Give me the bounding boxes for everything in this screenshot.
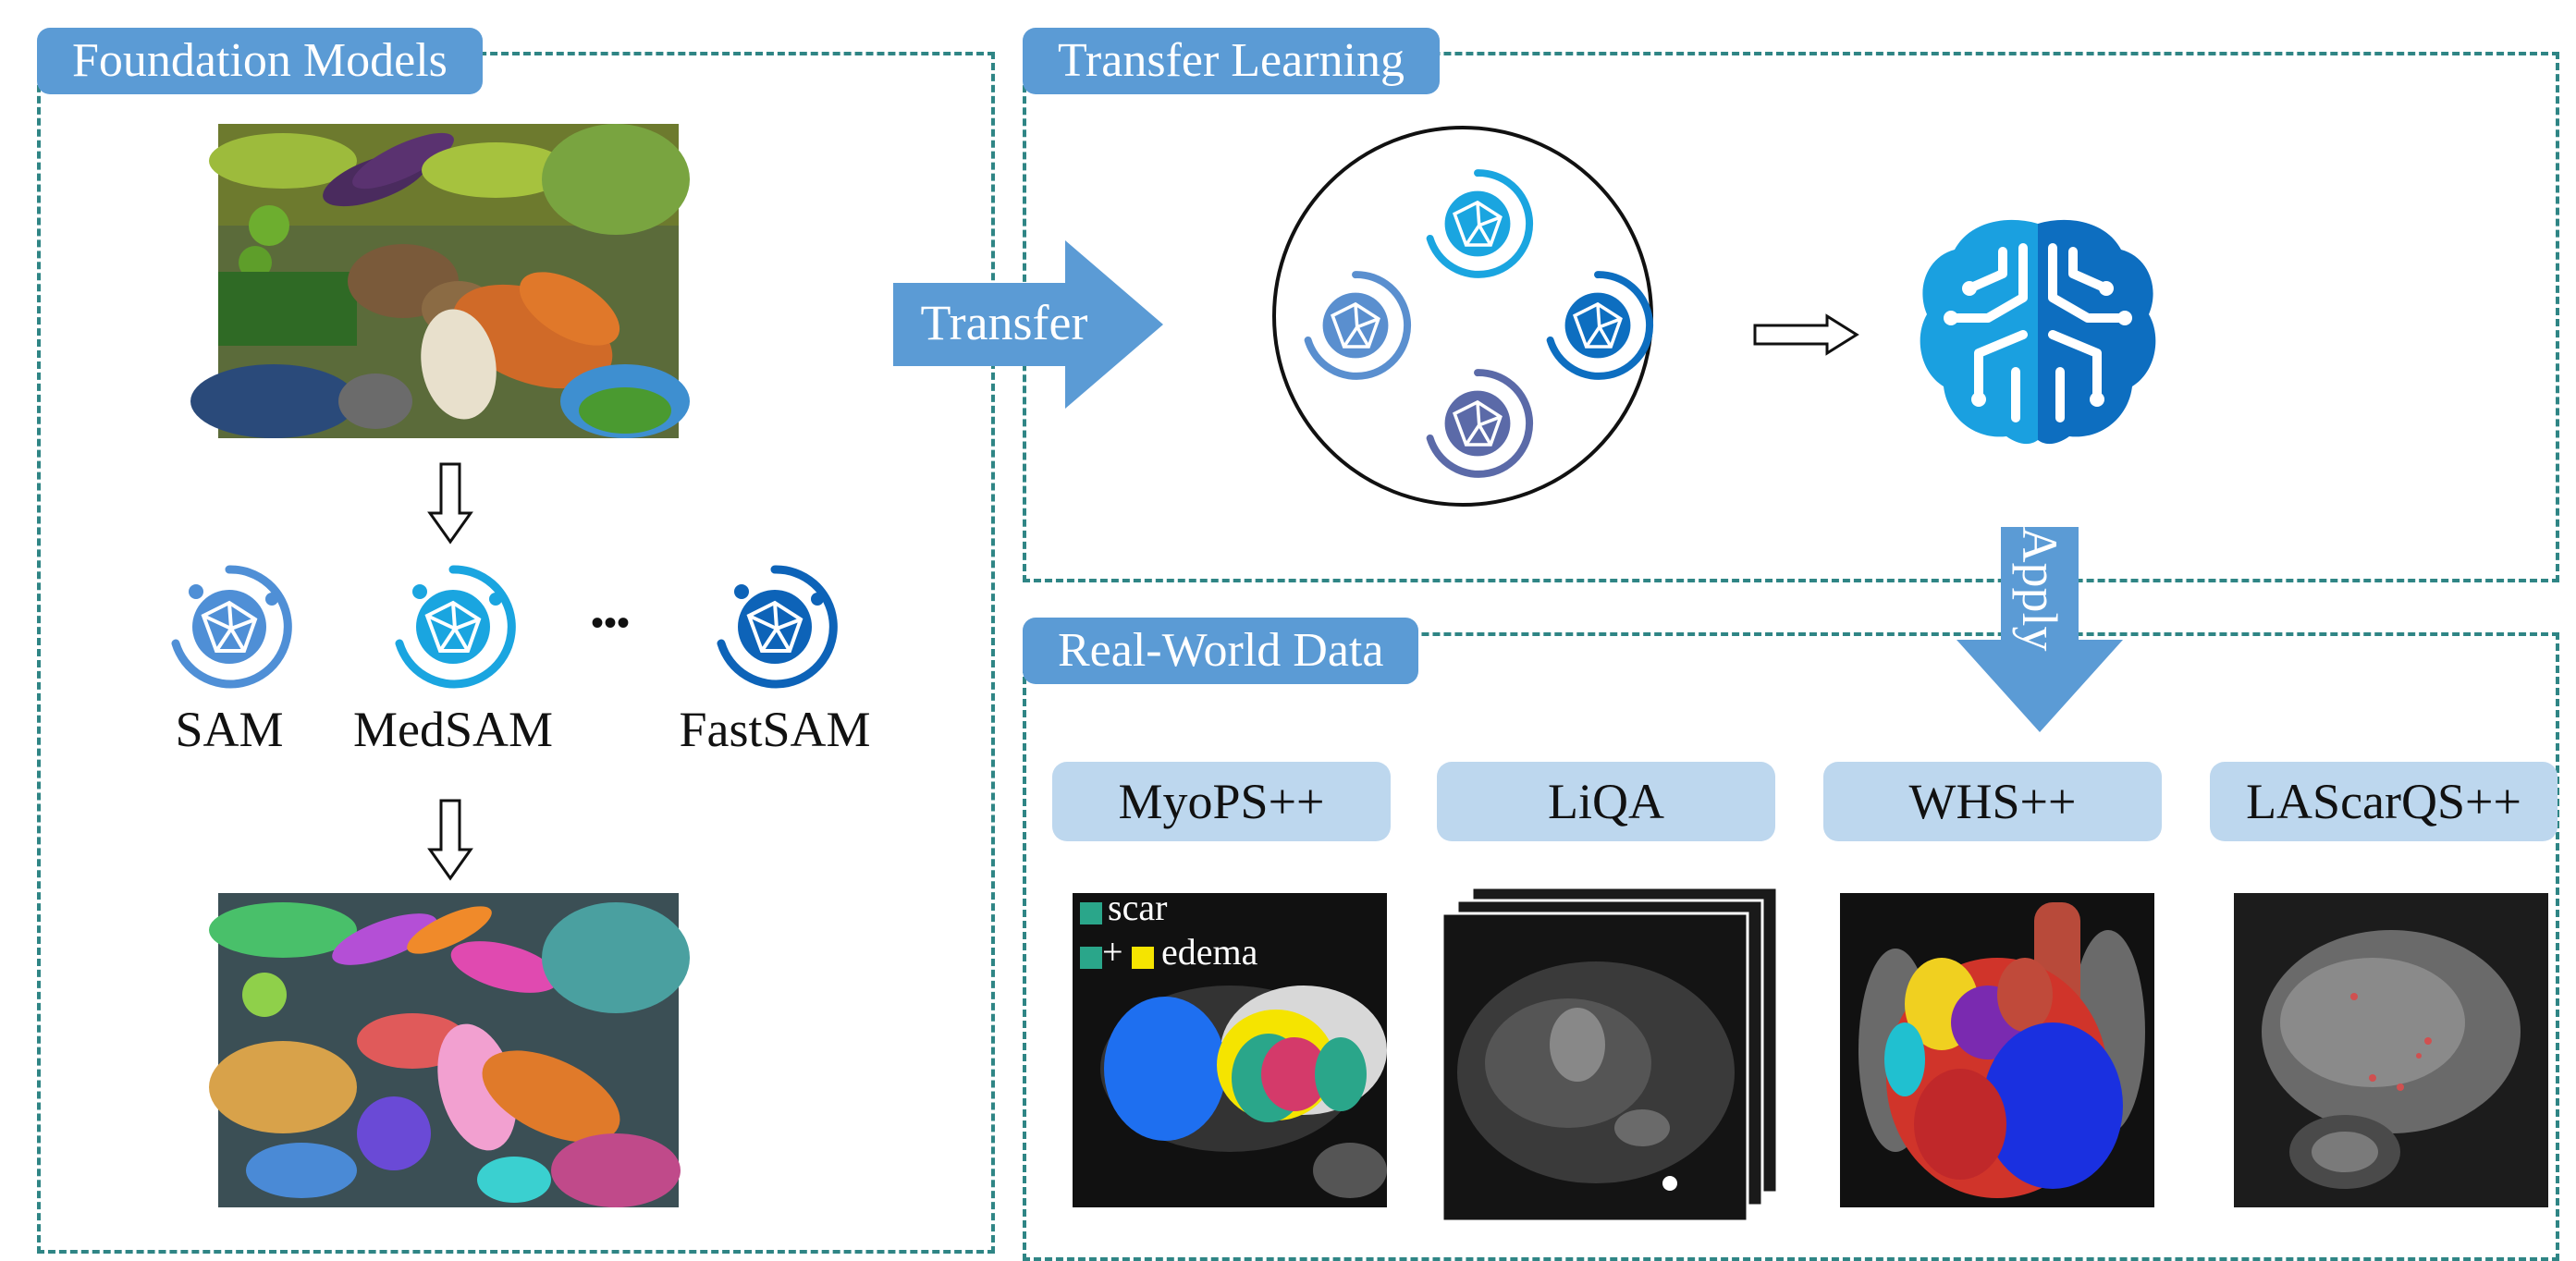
myops-cardiac-mri-image <box>1073 893 1387 1207</box>
transfer-arrow <box>893 240 1163 409</box>
model-label-fastsam: FastSAM <box>679 702 871 757</box>
medsam-model-icon <box>395 565 516 689</box>
scar-legend-label: scar <box>1108 887 1168 928</box>
apply-arrow <box>1957 527 2123 732</box>
ensemble-model-icon-top <box>1426 169 1534 278</box>
apply-arrow-label: Apply <box>2012 526 2067 652</box>
edema-legend-label: edema <box>1161 931 1258 973</box>
foundation-models-title: Foundation Models <box>37 28 483 94</box>
plus-legend-label: + <box>1102 931 1123 973</box>
liqa-liver-mri-stack <box>1441 886 1779 1223</box>
real-world-data-title: Real-World Data <box>1023 618 1419 684</box>
segmented-vegetables-photo <box>209 893 690 1207</box>
fastsam-model-icon <box>717 565 838 689</box>
down-arrow-icon <box>427 462 473 545</box>
dataset-label-myops: MyoPS++ <box>1052 762 1391 841</box>
brain-icon <box>1920 219 2156 445</box>
transfer-arrow-label: Transfer <box>920 295 1088 350</box>
ellipsis: ••• <box>590 602 630 643</box>
ensemble-model-icon-right <box>1546 271 1654 380</box>
model-label-medsam: MedSAM <box>352 702 554 757</box>
edema-legend-swatch <box>1132 947 1154 969</box>
ensemble-model-icon-bottom <box>1426 369 1534 478</box>
down-arrow-icon <box>427 799 473 881</box>
transfer-learning-title: Transfer Learning <box>1023 28 1440 94</box>
whs-heart-3d-image <box>1840 893 2154 1207</box>
ensemble-model-icon-left <box>1304 271 1412 380</box>
sam-model-icon <box>171 565 292 689</box>
model-label-sam: SAM <box>175 702 284 757</box>
vegetables-photo <box>190 124 690 438</box>
dataset-label-lascarqs: LAScarQS++ <box>2210 762 2558 841</box>
lascarqs-atrium-mri-image <box>2234 893 2548 1207</box>
dataset-label-liqa: LiQA <box>1437 762 1775 841</box>
right-arrow-icon <box>1753 313 1859 356</box>
scar-legend-swatch <box>1080 902 1102 924</box>
scar-legend-swatch <box>1080 947 1102 969</box>
dataset-label-whs: WHS++ <box>1823 762 2162 841</box>
